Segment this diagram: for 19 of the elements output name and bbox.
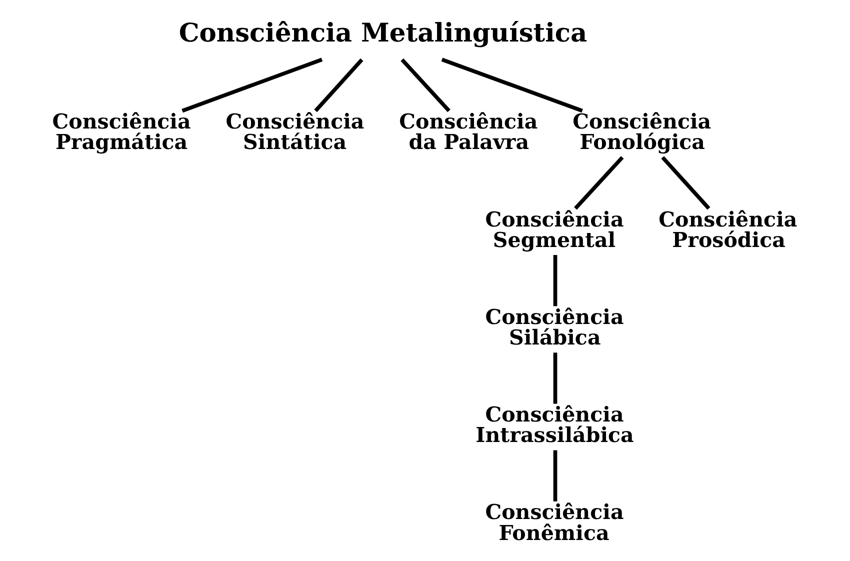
node-text: Consciência Intrassilábica: [475, 402, 634, 448]
connector: [552, 255, 557, 306]
connector: [552, 450, 557, 502]
node-text: Consciência Prosódica: [658, 207, 797, 252]
connector: [314, 58, 363, 112]
node-text: Consciência Metalinguística: [178, 18, 587, 49]
node-text: Consciência Pragmática: [52, 110, 190, 154]
connector: [574, 156, 624, 210]
node-text: Consciência Sintática: [225, 110, 364, 154]
node-text: Consciência Segmental: [484, 207, 624, 252]
node-text: Consciência Fonológica: [572, 110, 711, 154]
node-text: Consciência da Palavra: [398, 110, 538, 154]
connector: [440, 58, 582, 113]
connector: [552, 352, 557, 404]
node-text: Consciência Silábica: [484, 304, 624, 350]
connector: [660, 156, 710, 210]
node-text: Consciência Fonêmica: [484, 500, 624, 545]
connector: [181, 58, 322, 113]
connector: [400, 58, 450, 112]
